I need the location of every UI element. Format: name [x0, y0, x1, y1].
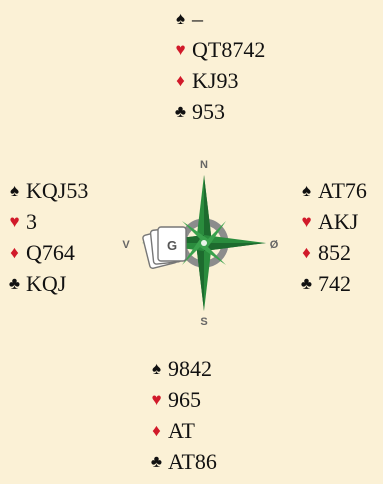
south-hearts: ♥965 — [148, 384, 217, 415]
east-hand: ♠AT76 ♥AKJ ♦852 ♣742 — [298, 175, 367, 299]
diamond-icon: ♦ — [148, 415, 165, 446]
east-clubs: ♣742 — [298, 268, 367, 299]
club-icon: ♣ — [298, 268, 315, 299]
compass-east-label: Ø — [270, 239, 278, 251]
south-clubs: ♣AT86 — [148, 446, 217, 477]
spade-icon: ♠ — [148, 353, 165, 384]
compass-south-label: S — [200, 316, 207, 328]
east-diamonds: ♦852 — [298, 237, 367, 268]
compass-west-label: V — [122, 239, 130, 251]
club-icon: ♣ — [148, 446, 165, 477]
south-spades: ♠9842 — [148, 353, 217, 384]
west-diamonds: ♦Q764 — [6, 237, 88, 268]
north-diamonds: ♦KJ93 — [172, 65, 265, 96]
diamond-icon: ♦ — [172, 65, 189, 96]
north-hand: ♠– ♥QT8742 ♦KJ93 ♣953 — [172, 3, 265, 127]
cards-badge: G — [167, 238, 177, 253]
spade-icon: ♠ — [172, 3, 189, 34]
east-hearts: ♥AKJ — [298, 206, 367, 237]
spade-icon: ♠ — [298, 175, 315, 206]
west-hand: ♠KQJ53 ♥3 ♦Q764 ♣KQJ — [6, 175, 88, 299]
south-diamonds: ♦AT — [148, 415, 217, 446]
diamond-icon: ♦ — [298, 237, 315, 268]
north-hearts: ♥QT8742 — [172, 34, 265, 65]
cards-icon: G — [142, 227, 186, 269]
heart-icon: ♥ — [298, 206, 315, 237]
diamond-icon: ♦ — [6, 237, 23, 268]
compass-north-label: N — [200, 159, 208, 171]
west-spades: ♠KQJ53 — [6, 175, 88, 206]
east-spades: ♠AT76 — [298, 175, 367, 206]
south-hand: ♠9842 ♥965 ♦AT ♣AT86 — [148, 353, 217, 477]
heart-icon: ♥ — [148, 384, 165, 415]
heart-icon: ♥ — [172, 34, 189, 65]
club-icon: ♣ — [6, 268, 23, 299]
west-clubs: ♣KQJ — [6, 268, 88, 299]
spade-icon: ♠ — [6, 175, 23, 206]
north-clubs: ♣953 — [172, 96, 265, 127]
club-icon: ♣ — [172, 96, 189, 127]
north-spades: ♠– — [172, 3, 265, 34]
heart-icon: ♥ — [6, 206, 23, 237]
west-hearts: ♥3 — [6, 206, 88, 237]
compass-rose: G N S Ø V — [114, 150, 278, 330]
